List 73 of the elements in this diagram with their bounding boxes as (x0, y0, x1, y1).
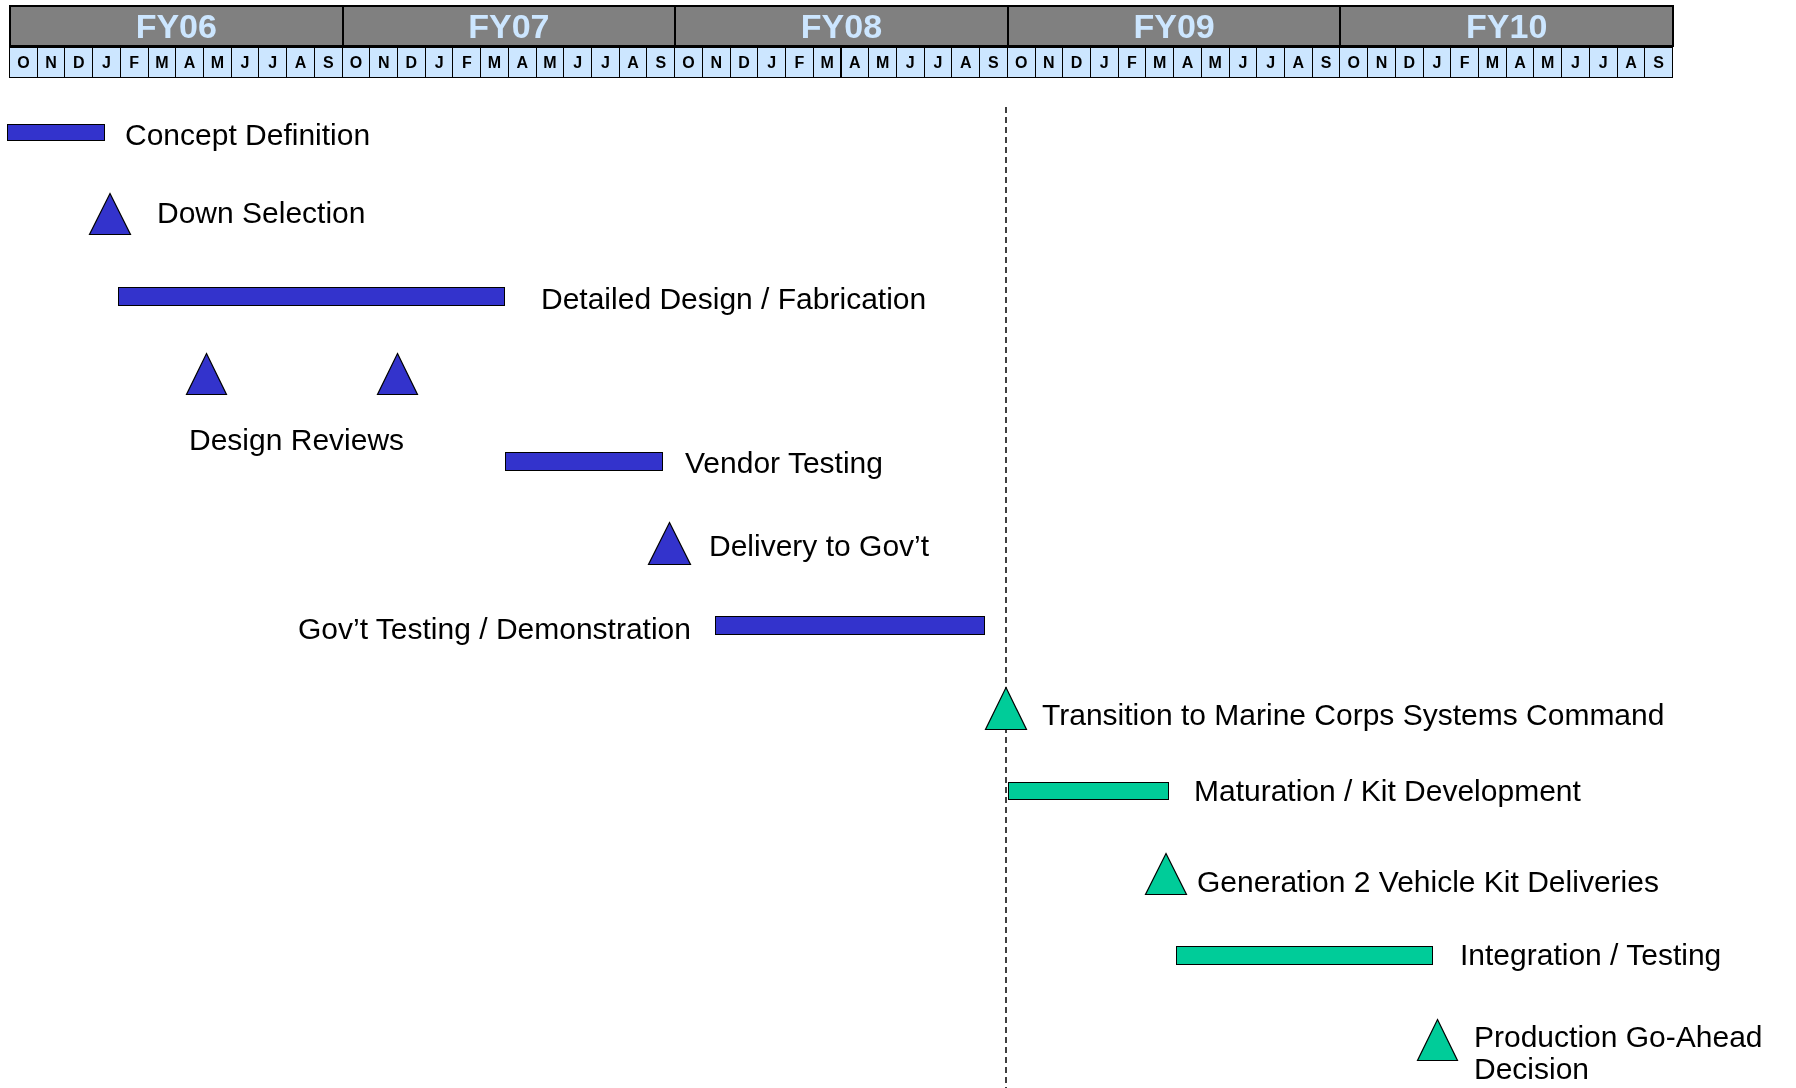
month-header: A (286, 47, 315, 78)
task-label: Concept Definition (125, 119, 371, 151)
task-bar (118, 287, 505, 306)
task-bar (715, 616, 985, 635)
month-header: A (951, 47, 981, 78)
month-header: M (1477, 47, 1507, 78)
month-header: S (313, 47, 343, 78)
month-header: F (785, 47, 814, 78)
month-header: J (1256, 47, 1285, 78)
month-header: A (175, 47, 204, 78)
milestone-triangle (377, 353, 418, 395)
month-header: J (1561, 47, 1590, 78)
month-header: D (1394, 47, 1424, 78)
month-header: J (258, 47, 288, 78)
month-header: J (92, 47, 121, 78)
task-label: Production Go-Ahead Decision (1474, 1021, 1764, 1085)
month-header: J (563, 47, 593, 78)
task-bar (1008, 782, 1169, 800)
task-label: Delivery to Gov’t (709, 530, 930, 562)
month-header: J (1588, 47, 1618, 78)
month-header: M (480, 47, 509, 78)
task-label: Detailed Design / Fabrication (541, 283, 927, 315)
month-header: N (1367, 47, 1396, 78)
month-header: F (1450, 47, 1479, 78)
month-header: M (203, 47, 232, 78)
task-label: Vendor Testing (685, 447, 883, 479)
month-header: M (1200, 47, 1230, 78)
month-header: D (397, 47, 426, 78)
month-header: A (1173, 47, 1202, 78)
month-header: N (701, 47, 731, 78)
month-header: F (119, 47, 149, 78)
month-header: S (979, 47, 1008, 78)
month-header: O (1339, 47, 1369, 78)
task-label: Down Selection (157, 197, 366, 229)
month-header: O (1006, 47, 1036, 78)
milestone-triangle (1417, 1019, 1458, 1061)
task-label: Generation 2 Vehicle Kit Deliveries (1197, 866, 1659, 898)
fiscal-year-header: FY09 (1006, 5, 1342, 47)
task-label: Integration / Testing (1460, 939, 1722, 971)
task-label: Transition to Marine Corps Systems Command (1042, 699, 1665, 731)
month-header: D (1062, 47, 1091, 78)
fiscal-year-header: FY07 (341, 5, 677, 47)
milestone-triangle (648, 522, 691, 565)
month-header: J (895, 47, 925, 78)
month-header: A (507, 47, 537, 78)
fiscal-year-header: FY06 (9, 5, 344, 47)
month-header: J (757, 47, 787, 78)
task-label: Gov’t Testing / Demonstration (298, 613, 691, 645)
month-header: J (1089, 47, 1119, 78)
fiscal-year-header: FY10 (1339, 5, 1674, 47)
milestone-label: Design Reviews (189, 424, 405, 456)
milestone-triangle (1145, 853, 1187, 895)
task-bar (7, 124, 105, 141)
milestone-triangle (985, 687, 1027, 730)
milestone-triangle (186, 353, 227, 395)
task-bar (1176, 946, 1433, 965)
task-label: Maturation / Kit Development (1194, 775, 1581, 807)
month-header: M (1533, 47, 1563, 78)
milestone-triangle (89, 193, 131, 235)
month-header: S (646, 47, 676, 78)
month-header: M (812, 47, 842, 78)
month-header: O (674, 47, 703, 78)
month-header: D (64, 47, 94, 78)
month-header: M (1145, 47, 1175, 78)
fiscal-year-header: FY08 (674, 5, 1009, 47)
month-header: N (369, 47, 398, 78)
month-header: J (591, 47, 620, 78)
month-header: S (1644, 47, 1673, 78)
month-header: F (452, 47, 482, 78)
month-header: A (1283, 47, 1313, 78)
month-header: O (9, 47, 38, 78)
month-header: M (868, 47, 897, 78)
task-bar (505, 452, 663, 471)
